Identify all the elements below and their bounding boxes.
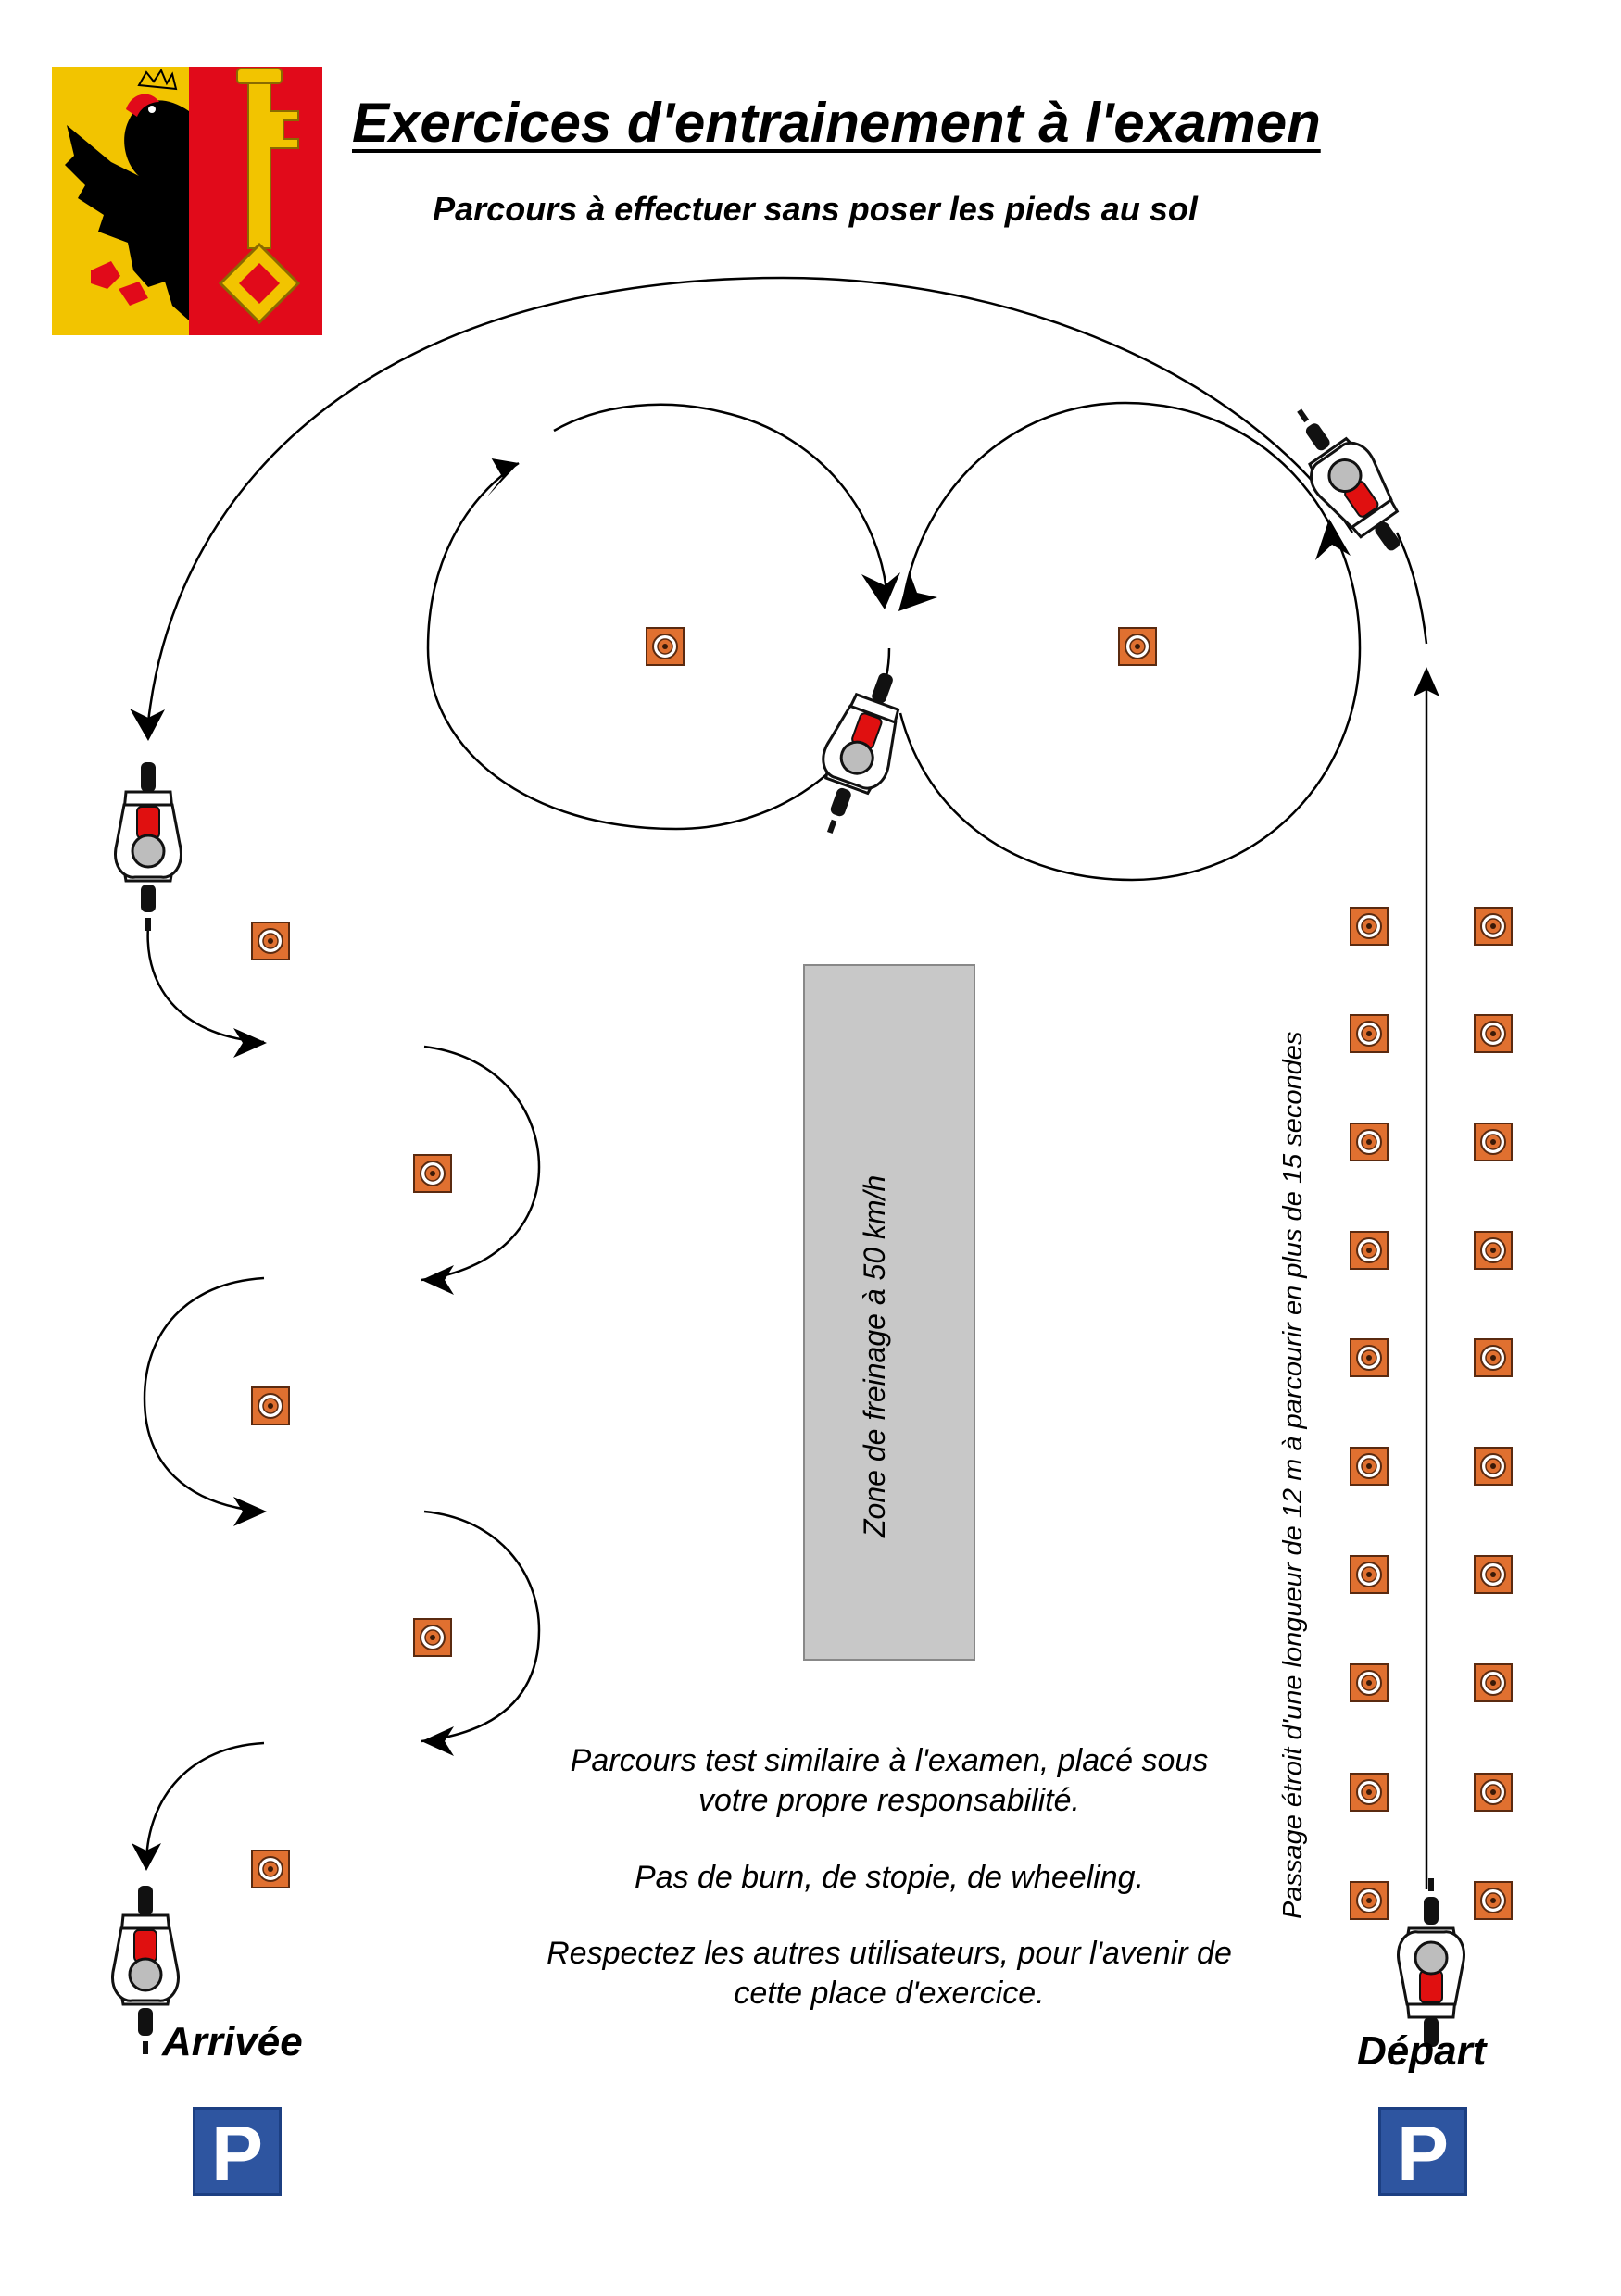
slalom-arc-1 <box>146 925 265 1044</box>
arrowhead-center-right <box>898 572 937 611</box>
arrowheads <box>130 458 1439 1871</box>
arrowhead-passage <box>1414 667 1439 696</box>
arrowhead-center-left <box>861 572 900 609</box>
notice-responsibility: Parcours test similaire à l'examen, plac… <box>570 1743 1209 1818</box>
arrowhead-left-circle <box>486 458 519 497</box>
arrowhead-slalom-4 <box>421 1726 454 1756</box>
slalom-arc-2 <box>421 1045 541 1282</box>
arrowhead-slalom-2 <box>421 1265 454 1295</box>
arrowhead-slalom-3 <box>233 1497 267 1526</box>
arrowhead-slalom-5 <box>132 1843 161 1871</box>
braking-zone-label: Zone de freinage à 50 km/h <box>858 1174 891 1537</box>
departure-label: Départ <box>1357 2028 1487 2074</box>
notice-no-stunts: Pas de burn, de stopie, de wheeling. <box>634 1860 1145 1895</box>
arrowhead-slalom-1 <box>233 1028 267 1058</box>
eagle-icon <box>65 68 189 321</box>
left-circle-upper <box>553 403 889 601</box>
notice-respect: Respectez les autres utilisateurs, pour … <box>547 1936 1232 2011</box>
key-icon <box>218 68 301 325</box>
motorbike-icon-center <box>797 661 920 846</box>
braking-zone <box>803 964 975 1661</box>
parking-letter: P <box>1396 2109 1450 2197</box>
arrival-label: Arrivée <box>162 2019 303 2064</box>
narrow-passage-label: Passage étroit d'une longueur de 12 m à … <box>1278 1031 1308 1919</box>
page-title: Exercices d'entrainement à l'examen <box>352 92 1321 154</box>
parking-sign-arrival: P <box>193 2107 282 2197</box>
passage-cones-left <box>1350 907 1389 1920</box>
slalom-arc-4 <box>421 1510 541 1743</box>
return-arc-path <box>146 276 1354 723</box>
passage-to-bike <box>1395 532 1428 645</box>
arrowhead-passage-exit <box>1315 519 1351 560</box>
parking-letter: P <box>210 2109 264 2197</box>
arrowhead-return <box>130 709 165 741</box>
page-subtitle: Parcours à effectuer sans poser les pied… <box>433 190 1198 228</box>
coat-of-arms-icon <box>52 67 322 335</box>
motorbike-icon-departure <box>1397 1876 1465 2049</box>
slalom-arc-5 <box>145 1741 265 1863</box>
slalom-arc-3 <box>143 1276 265 1513</box>
passage-cones-right <box>1474 907 1513 1920</box>
right-circle <box>898 401 1362 882</box>
parking-sign-departure: P <box>1378 2107 1467 2197</box>
course-paths <box>143 276 1428 1889</box>
motorbike-icon-left <box>114 760 182 933</box>
